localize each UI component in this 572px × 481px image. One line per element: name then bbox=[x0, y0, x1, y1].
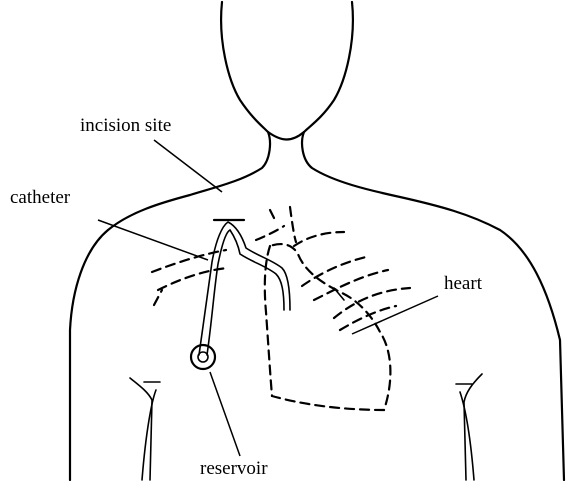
left-vein-stub bbox=[154, 290, 162, 305]
heart-leader bbox=[352, 296, 438, 334]
superior-vessel-1 bbox=[290, 207, 296, 242]
pulmonary-2 bbox=[314, 270, 388, 300]
reservoir-outer bbox=[191, 345, 215, 369]
reservoir-device bbox=[191, 345, 215, 369]
catheter-leader bbox=[98, 220, 208, 260]
incision-site-label: incision site bbox=[80, 115, 171, 136]
torso-outline bbox=[70, 2, 564, 480]
reservoir-leader bbox=[210, 372, 240, 456]
incision-leader bbox=[154, 140, 222, 192]
aorta-arch bbox=[294, 232, 344, 246]
vena-cava-left bbox=[256, 226, 284, 240]
reservoir-inner bbox=[198, 352, 208, 362]
chin-curve bbox=[268, 132, 304, 140]
vena-cava-upper bbox=[270, 210, 276, 222]
neck-left-line bbox=[70, 2, 270, 480]
left-armpit-crease-2 bbox=[142, 390, 156, 480]
catheter-line-inner bbox=[207, 230, 284, 355]
vessels bbox=[152, 207, 410, 330]
leader-lines bbox=[98, 140, 438, 456]
reservoir-label: reservoir bbox=[200, 458, 268, 479]
pulmonary-1 bbox=[302, 256, 370, 286]
catheter-label: catheter bbox=[10, 187, 71, 208]
armpit-creases bbox=[130, 374, 482, 480]
catheter-line-outer bbox=[199, 222, 290, 355]
catheter-tube bbox=[199, 220, 290, 355]
neck-right-line bbox=[302, 2, 564, 480]
heart-label: heart bbox=[444, 273, 483, 294]
right-armpit-crease-2 bbox=[460, 392, 474, 480]
left-armpit-crease bbox=[130, 378, 152, 480]
